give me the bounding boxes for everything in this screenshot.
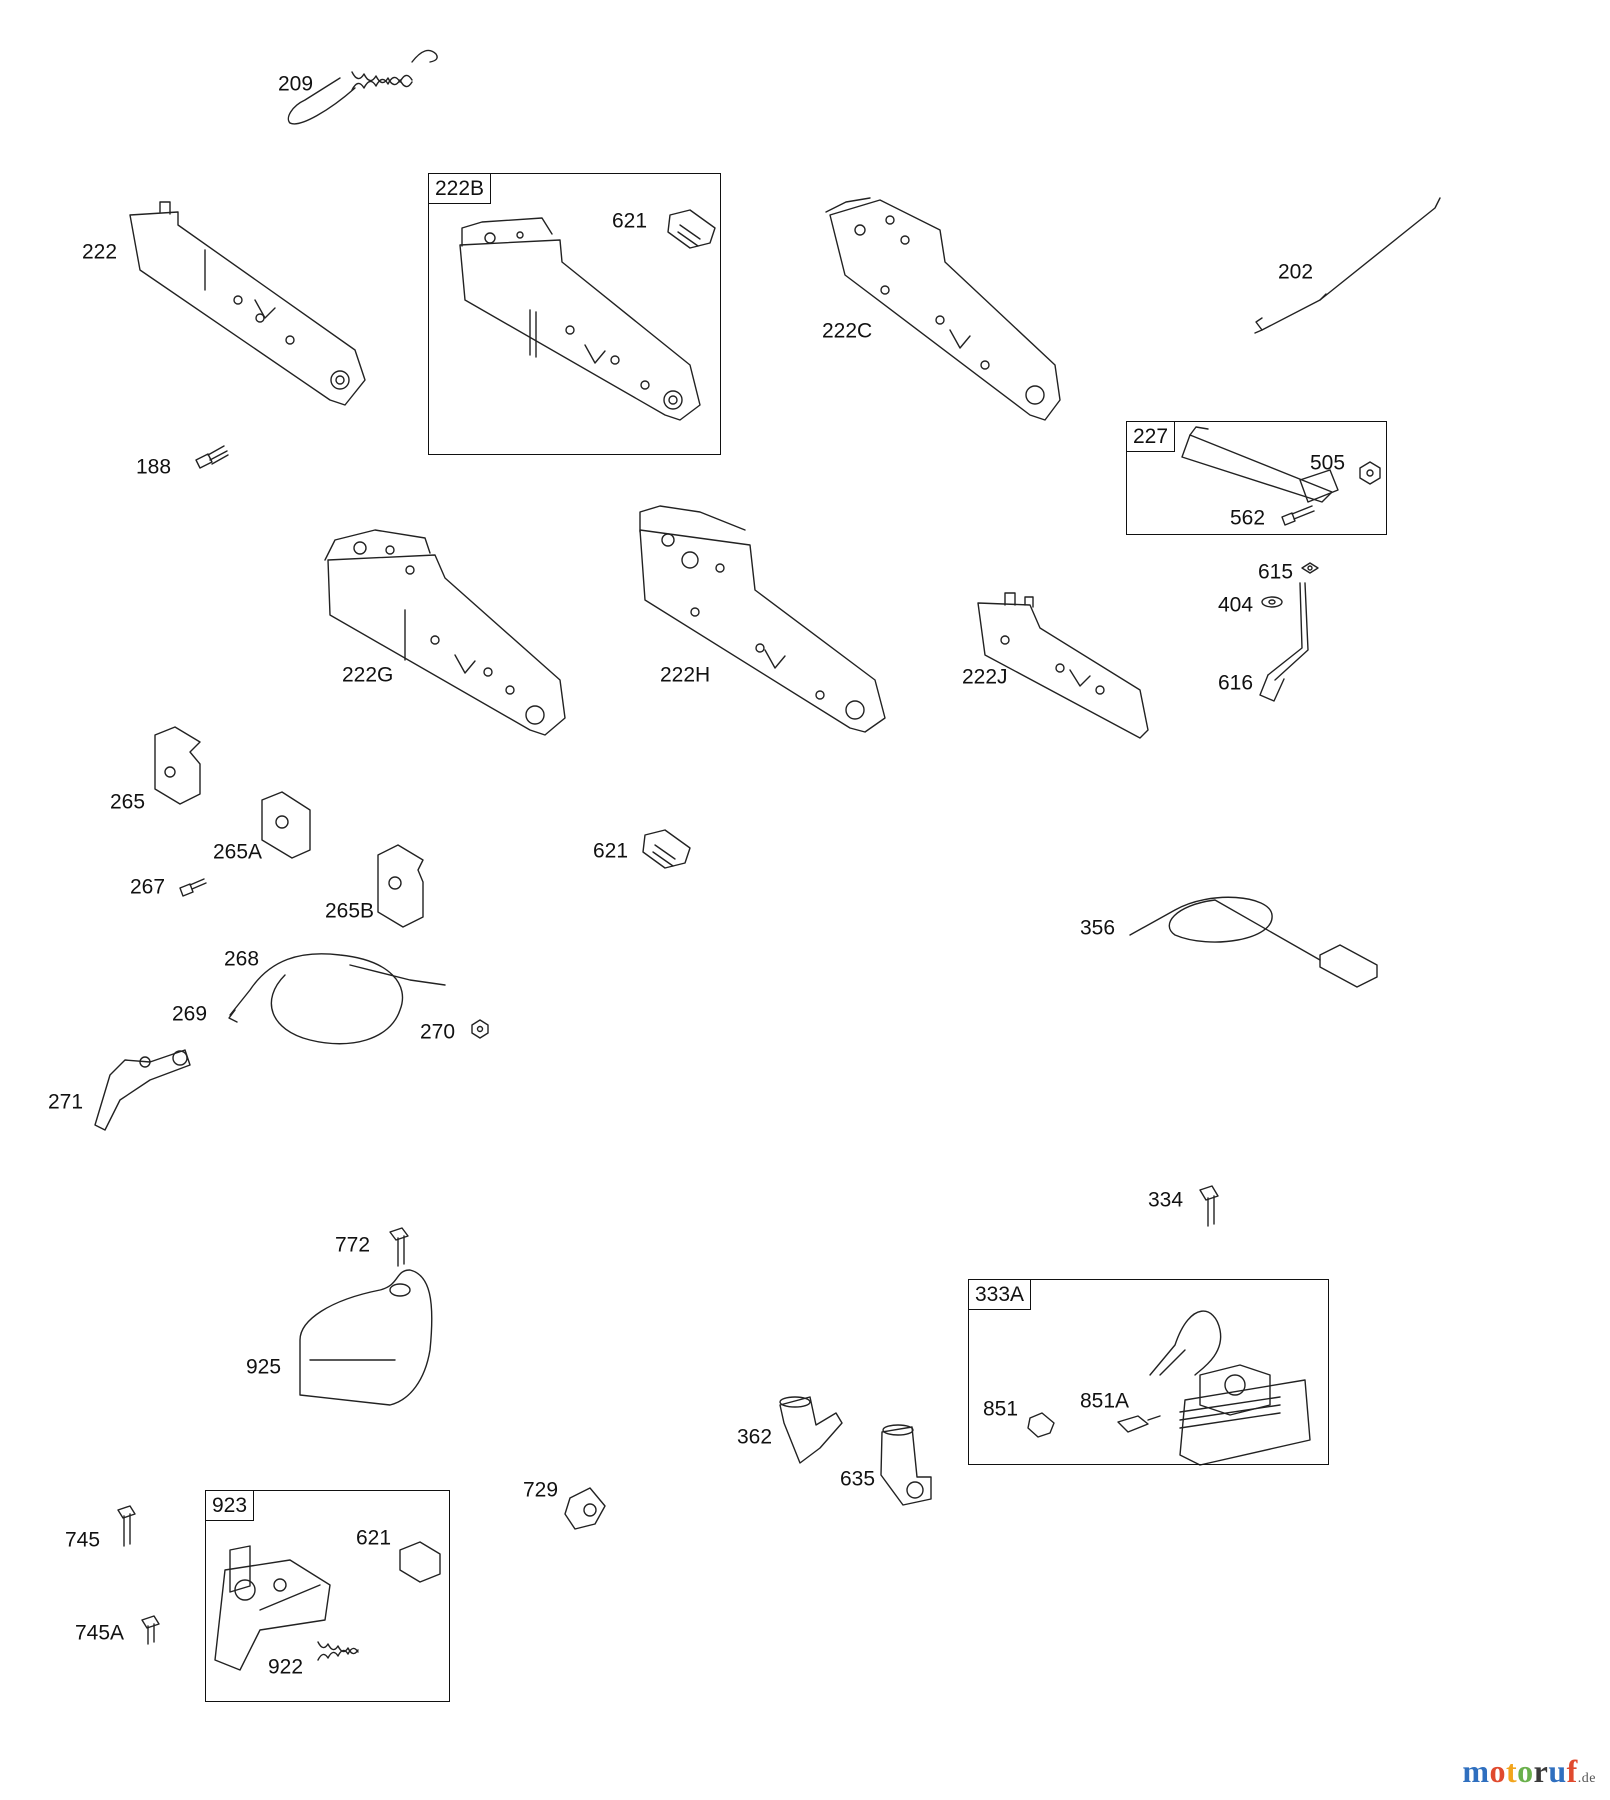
part-label-188: 188 — [136, 455, 172, 479]
bracket-222C-drawing — [825, 197, 1061, 421]
bracket-222G-drawing — [324, 529, 566, 736]
kit-box-222B: 222B — [428, 173, 721, 455]
plate-265B-drawing — [377, 844, 424, 928]
bracket-222B-drawing — [459, 217, 701, 421]
kit-box-333A: 333A — [968, 1279, 1329, 1465]
part-label-621-a: 621 — [612, 209, 648, 233]
part-label-265B: 265B — [325, 899, 375, 923]
screw-562-drawing — [1281, 505, 1315, 526]
wm-letter: m — [1462, 1753, 1490, 1789]
part-label-222G: 222G — [342, 663, 394, 687]
plate-265A-drawing — [261, 791, 311, 859]
part-label-222J: 222J — [962, 665, 1008, 689]
part-label-271: 271 — [48, 1090, 84, 1114]
part-label-334: 334 — [1148, 1188, 1184, 1212]
cover-925-drawing — [299, 1269, 433, 1406]
part-label-851: 851 — [983, 1397, 1019, 1421]
plate-265-drawing — [154, 726, 201, 805]
wire-356-drawing — [1129, 896, 1378, 988]
screw-267-drawing — [179, 878, 207, 897]
part-label-265A: 265A — [213, 840, 263, 864]
part-label-621-c: 621 — [356, 1526, 392, 1550]
parts-615-404-616-drawing — [1259, 562, 1319, 702]
part-label-202: 202 — [1278, 260, 1314, 284]
screw-772-drawing — [389, 1227, 409, 1267]
bracket-222H-drawing — [639, 505, 886, 733]
kit-label-923: 923 — [206, 1491, 255, 1522]
part-label-562: 562 — [1230, 506, 1266, 530]
part-label-745A: 745A — [75, 1621, 125, 1645]
nut-270-drawing — [471, 1019, 489, 1039]
lever-227-drawing — [1181, 426, 1339, 503]
spring-209-drawing — [287, 49, 438, 125]
part-label-269: 269 — [172, 1002, 208, 1026]
part-label-222C: 222C — [822, 319, 873, 343]
clamp-729-drawing — [564, 1487, 606, 1530]
screw-334-drawing — [1199, 1185, 1219, 1227]
part-label-267: 267 — [130, 875, 166, 899]
lever-923-drawing — [214, 1541, 441, 1671]
part-label-615: 615 — [1258, 560, 1294, 584]
wm-letter: f — [1566, 1753, 1578, 1789]
kit-label-227: 227 — [1127, 422, 1176, 453]
clip-621-b-drawing — [642, 829, 691, 869]
watermark-logo: motoruf.de — [1462, 1753, 1596, 1790]
wm-letter: t — [1505, 1753, 1518, 1789]
part-label-505: 505 — [1310, 451, 1346, 475]
part-label-362: 362 — [737, 1425, 773, 1449]
kit-box-227: 227 — [1126, 421, 1387, 535]
clips-851-851A-drawing — [1027, 1412, 1161, 1438]
part-label-621-b: 621 — [593, 839, 629, 863]
coil-333A-drawing — [1149, 1310, 1311, 1466]
bracket-222J-drawing — [977, 592, 1149, 739]
rod-202-drawing — [1254, 197, 1441, 334]
kit-label-333A: 333A — [969, 1280, 1032, 1311]
part-label-222: 222 — [82, 240, 118, 264]
boot-635-drawing — [880, 1424, 932, 1506]
part-label-635: 635 — [840, 1467, 876, 1491]
part-label-729: 729 — [523, 1478, 559, 1502]
part-label-772: 772 — [335, 1233, 371, 1257]
part-label-404: 404 — [1218, 593, 1254, 617]
wm-letter: u — [1548, 1753, 1567, 1789]
wm-tld: .de — [1577, 1771, 1596, 1786]
kit-box-923: 923 — [205, 1490, 450, 1702]
part-label-925: 925 — [246, 1355, 282, 1379]
kit-label-222B: 222B — [429, 174, 492, 205]
cable-268-269-drawing — [228, 953, 446, 1045]
wm-letter: o — [1489, 1753, 1506, 1789]
part-label-616: 616 — [1218, 671, 1254, 695]
part-label-268: 268 — [224, 947, 260, 971]
wm-letter: r — [1533, 1753, 1549, 1789]
lever-271-drawing — [94, 1049, 191, 1131]
part-label-270: 270 — [420, 1020, 456, 1044]
part-label-922: 922 — [268, 1655, 304, 1679]
wm-letter: o — [1517, 1753, 1534, 1789]
screws-745-745A-drawing — [117, 1505, 160, 1645]
screw-188-drawing — [195, 445, 229, 469]
part-label-209: 209 — [278, 72, 314, 96]
part-label-265: 265 — [110, 790, 146, 814]
nut-505-drawing — [1359, 461, 1381, 485]
part-label-851A: 851A — [1080, 1389, 1130, 1413]
part-label-356: 356 — [1080, 916, 1116, 940]
part-label-745: 745 — [65, 1528, 101, 1552]
part-label-222H: 222H — [660, 663, 711, 687]
elbow-362-drawing — [779, 1396, 843, 1464]
bracket-222-drawing — [129, 201, 366, 406]
clip-621-a-drawing — [667, 209, 716, 249]
